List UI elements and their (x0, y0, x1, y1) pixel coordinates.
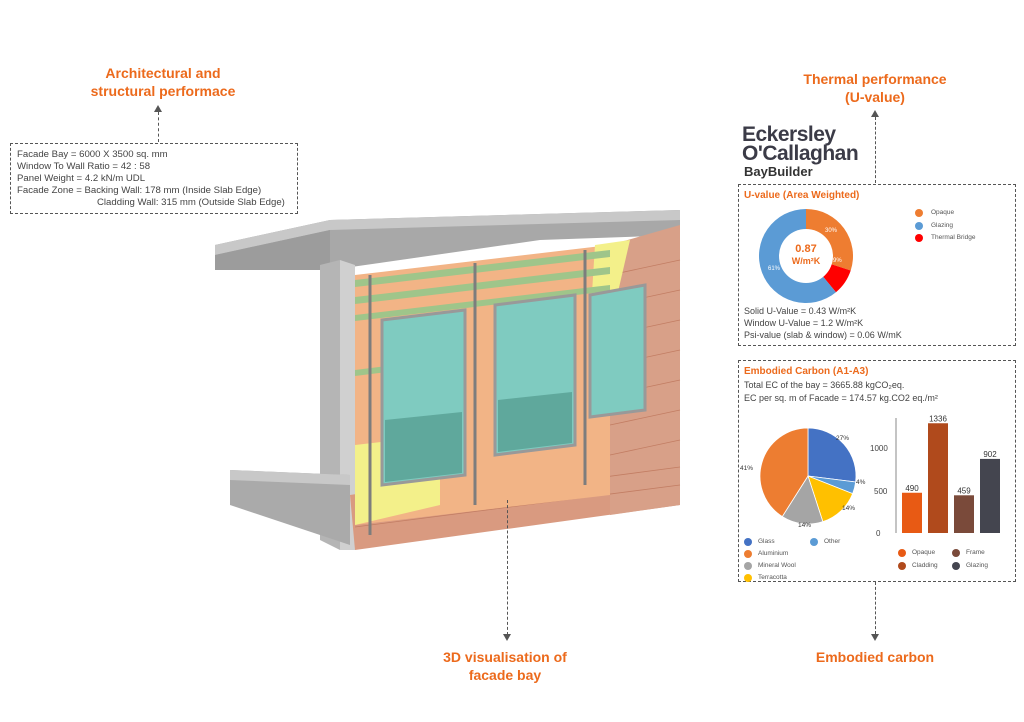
legend-terracotta: Terracotta (758, 574, 787, 581)
legend-dot-glazing (915, 222, 923, 230)
legend-bar-opaque: Opaque (912, 549, 936, 556)
spec-facade-bay: Facade Bay = 6000 X 3500 sq. mm (17, 149, 168, 160)
uvalue-window: Window U-Value = 1.2 W/m²K (744, 318, 864, 328)
legend-dot-aluminium (744, 550, 752, 558)
embodied-panel (738, 360, 1016, 582)
spec-cladding-wall: Cladding Wall: 315 mm (Outside Slab Edge… (97, 197, 285, 208)
legend-dot-bar-opaque (898, 549, 906, 557)
uvalue-center-value: 0.87 (795, 243, 816, 255)
architectural-callout-line1: Architectural and (105, 65, 221, 81)
pie-label-glass: 27% (836, 435, 849, 442)
legend-bar-cladding: Cladding (912, 562, 938, 569)
legend-dot-bar-frame (952, 549, 960, 557)
connector-thermal (875, 117, 876, 183)
ytick-0: 0 (876, 529, 881, 538)
spec-backing-wall: Facade Zone = Backing Wall: 178 mm (Insi… (17, 185, 262, 196)
legend-opaque: Opaque (931, 209, 955, 216)
donut-label-opaque: 30% (825, 228, 838, 234)
arrow-head-down-icon (503, 634, 511, 641)
ytick-1000: 1000 (870, 444, 888, 453)
pie-slice-glass (807, 427, 857, 483)
pie-label-terracotta: 14% (842, 505, 855, 512)
uvalue-solid: Solid U-Value = 0.43 W/m²K (744, 306, 857, 316)
material-pie-chart: 27% 4% 41% 14% 14% (740, 427, 866, 529)
bar-glazing (980, 458, 1000, 533)
pie-slice-aluminium (759, 427, 809, 518)
legend-glazing: Glazing (931, 222, 954, 229)
pie-label-aluminium: 41% (740, 465, 753, 472)
product-name: BayBuilder (744, 164, 813, 179)
donut-label-glazing: 61% (768, 266, 781, 272)
embodied-title: Embodied Carbon (A1-A3) (744, 366, 869, 377)
legend-dot-glass (744, 538, 752, 546)
bar-opaque (902, 492, 922, 533)
bar-label-glazing: 902 (983, 450, 997, 459)
uvalue-center-unit: W/m²K (792, 256, 821, 266)
donut-label-thermal: 9% (833, 258, 842, 264)
visualisation-callout-line1: 3D visualisation of (443, 649, 567, 665)
legend-dot-opaque (915, 209, 923, 217)
architectural-callout: Architectural and structural performace (88, 64, 238, 100)
arrow-head-down-icon (871, 634, 879, 641)
legend-aluminium: Aluminium (758, 550, 789, 557)
embodied-bar-chart: 0 500 1000 490 1336 459 902 (870, 414, 1000, 538)
bar-frame (954, 495, 974, 533)
bar-label-opaque: 490 (905, 484, 919, 493)
arrow-head-up-icon (154, 105, 162, 112)
legend-dot-mineral-wool (744, 562, 752, 570)
pie-label-other: 4% (856, 479, 866, 486)
donut-hole (779, 229, 833, 283)
facade-bay-3d-illustration (215, 210, 681, 550)
arrow-head-up-icon (871, 110, 879, 117)
legend-bar-frame: Frame (966, 549, 985, 556)
legend-dot-terracotta (744, 574, 752, 582)
architectural-callout-line2: structural performace (90, 83, 236, 99)
thermal-callout: Thermal performance (U-value) (790, 70, 960, 106)
pie-label-mineral-wool: 14% (798, 522, 811, 529)
uvalue-panel (738, 184, 1016, 346)
brand-logo: Eckersley O'Callaghan (742, 123, 859, 165)
visualisation-callout: 3D visualisation of facade bay (425, 648, 585, 684)
legend-dot-bar-cladding (898, 562, 906, 570)
legend-mineral-wool: Mineral Wool (758, 562, 796, 569)
embodied-callout: Embodied carbon (800, 648, 950, 666)
legend-dot-thermal-bridge (915, 234, 923, 242)
uvalue-donut-chart: 0.87 W/m²K 30% 61% 9% (759, 209, 853, 303)
legend-other: Other (824, 538, 841, 545)
ytick-500: 500 (874, 487, 888, 496)
connector-architectural (158, 112, 159, 142)
bar-label-frame: 459 (957, 486, 971, 495)
spec-wwr: Window To Wall Ratio = 42 : 58 (17, 161, 151, 172)
thermal-callout-line2: (U-value) (845, 89, 905, 105)
connector-visualisation (507, 500, 508, 635)
embodied-total: Total EC of the bay = 3665.88 kgCO₂eq. (744, 380, 905, 390)
embodied-callout-line1: Embodied carbon (815, 649, 935, 665)
uvalue-psi: Psi-value (slab & window) = 0.06 W/mK (744, 330, 902, 340)
legend-thermal-bridge: Thermal Bridge (931, 234, 976, 241)
legend-bar-glazing: Glazing (966, 562, 989, 569)
legend-dot-bar-glazing (952, 562, 960, 570)
bar-label-cladding: 1336 (929, 414, 947, 423)
brand-line1: Eckersley (742, 123, 836, 146)
legend-dot-other (810, 538, 818, 546)
brand-line2: O'Callaghan (742, 142, 859, 165)
spec-panel-weight: Panel Weight = 4.2 kN/m UDL (17, 173, 146, 184)
legend-glass: Glass (758, 538, 775, 545)
thermal-callout-line1: Thermal performance (803, 71, 947, 87)
bar-cladding (928, 423, 948, 533)
specs-box: Facade Bay = 6000 X 3500 sq. mm Window T… (10, 143, 298, 214)
visualisation-callout-line2: facade bay (468, 667, 542, 683)
uvalue-title: U-value (Area Weighted) (744, 190, 860, 201)
connector-embodied (875, 582, 876, 634)
embodied-per-sqm: EC per sq. m of Facade = 174.57 kg.CO2 e… (744, 393, 938, 403)
